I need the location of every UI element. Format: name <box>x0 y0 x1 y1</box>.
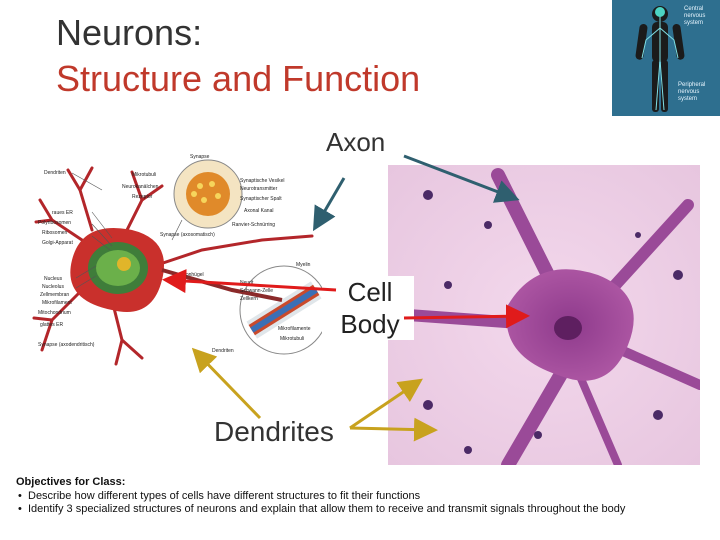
diagram-label-zellkern: Zellkern <box>240 296 258 302</box>
diagram-label-mikrofilamente: Mikrofilamente <box>278 326 311 332</box>
diagram-label-schwann: Schwann-Zelle <box>240 288 274 294</box>
diagram-label-axonhuegel: Axonhügel <box>180 272 204 278</box>
diagram-label-glattes-er: glattes ER <box>40 322 64 328</box>
dendrites-arrow-right <box>349 417 438 442</box>
diagram-label-mikrofilament: Mikrofilament <box>42 300 72 306</box>
diagram-label-mitochondrium: Mitochondrium <box>38 310 71 316</box>
diagram-label-nucleolus: Nucleolus <box>42 284 64 290</box>
diagram-label-mikrotubuli: Mikrotubuli <box>132 172 157 178</box>
axon-label: Axon <box>326 127 386 157</box>
diagram-label-neurokanal: Neurokanälchen <box>122 184 159 190</box>
diagram-label-axonal-kanal: Axonal Kanal <box>244 208 274 214</box>
diagram-label-ribosomen: Ribosomen <box>42 230 68 236</box>
dendrites-arrow-up-right <box>349 378 423 430</box>
diagram-label-synapse-axosomatisch: Synapse (axosomatisch) <box>160 232 215 238</box>
dendrites-label: Dendrites <box>214 416 334 447</box>
diagram-label-polyribosomen: Polyribosomen <box>38 220 72 226</box>
diagram-label-nucleus: Nucleus <box>44 276 63 282</box>
diagram-label-dendriten: Dendriten <box>44 170 66 176</box>
diagram-label-synaptische-vesikel: Synaptische Vesikel <box>240 178 285 184</box>
objectives-block: Objectives for Class: Describe how diffe… <box>16 476 706 516</box>
diagram-label-neurit: Neurit <box>240 280 254 286</box>
objective-item: Identify 3 specialized structures of neu… <box>16 503 706 516</box>
title-line-1: Neurons: <box>56 12 203 53</box>
cell-body-arrow-left <box>162 269 337 294</box>
cell-body-label: Cell Body <box>326 276 414 340</box>
diagram-label-raues-er: raues ER <box>52 210 73 216</box>
pns-label: Peripheral nervous system <box>678 82 706 102</box>
objectives-list: Describe how different types of cells ha… <box>16 490 706 516</box>
title-line-2: Structure and Function <box>56 58 421 99</box>
cns-label: Central nervous system <box>684 6 706 26</box>
objectives-heading: Objectives for Class: <box>16 476 126 488</box>
cell-body-arrow-right <box>403 304 530 329</box>
axon-arrow-right <box>403 154 520 203</box>
diagram-label-dendriten-bottom: Dendriten <box>212 348 234 354</box>
diagram-label-zellmembran: Zellmembran <box>40 292 70 298</box>
diagram-label-synapse: Synapse <box>190 154 210 160</box>
dendrites-arrow-left <box>191 347 262 420</box>
diagram-label-golgi: Golgi-Apparat <box>42 240 73 246</box>
nervous-system-inset: Central nervous system Peripheral nervou… <box>612 0 720 116</box>
neuron-micrograph <box>388 165 705 472</box>
diagram-label-myelin: Myelin <box>296 262 311 268</box>
diagram-label-synaptischer-spalt: Synaptischer Spalt <box>240 196 282 202</box>
diagram-label-rezeptor: Rezeptor <box>132 194 153 200</box>
diagram-label-synapse-axodendritisch: Synapse (axodendritisch) <box>38 342 95 348</box>
human-figure-icon <box>635 6 685 112</box>
slide-title: Neurons: Structure and Function <box>56 10 420 102</box>
diagram-label-mikrotubuli-2: Mikrotubuli <box>280 336 305 342</box>
diagram-label-ranvier: Ranvier-Schnürring <box>232 222 276 228</box>
objective-item: Describe how different types of cells ha… <box>16 490 706 503</box>
diagram-label-neurotransmitter: Neurotransmitter <box>240 186 278 192</box>
axon-arrow-left <box>312 177 346 232</box>
neuron-diagram: Dendriten Mikrotubuli Neurokanälchen Rez… <box>32 150 329 370</box>
